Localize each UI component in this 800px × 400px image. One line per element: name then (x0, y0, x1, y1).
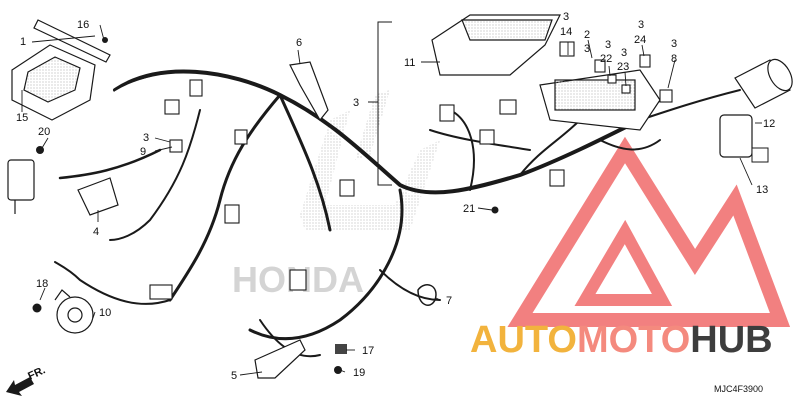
callout-3-top: 3 (638, 19, 644, 31)
bolts (32, 37, 499, 374)
mount-bracket (77, 177, 119, 216)
callout-23: 23 (617, 61, 629, 73)
callout-7: 7 (446, 295, 452, 307)
front-direction-arrow: FR. (6, 364, 47, 396)
reference-code: MJC4F3900 (714, 384, 763, 394)
horn (54, 289, 94, 334)
callout-16: 16 (77, 19, 89, 31)
callout-8: 8 (671, 53, 677, 65)
callout-10: 10 (99, 307, 111, 319)
harness-band (417, 284, 437, 306)
main-wire-harness (54, 69, 741, 358)
callout-12: 12 (763, 118, 775, 130)
callout-3-fuse22: 3 (605, 39, 611, 51)
cylindrical-unit (734, 58, 793, 109)
callout-17: 17 (362, 345, 374, 357)
rectifier (7, 159, 35, 214)
callout-15: 15 (16, 112, 28, 124)
group-bracket (368, 21, 392, 186)
callout-24: 24 (634, 34, 646, 46)
callout-labels: 1 16 15 20 3 9 4 6 3 11 3 14 2 3 3 24 3 … (16, 11, 775, 382)
callout-14: 14 (560, 26, 572, 38)
cover-bracket (289, 61, 329, 122)
callout-21: 21 (463, 203, 475, 215)
brand-triangle-logo (507, 136, 791, 327)
callout-9: 9 (140, 146, 146, 158)
wire-clamp-bracket (254, 339, 306, 379)
ecu-unit (11, 44, 96, 121)
brand-part-moto: MOTO (577, 319, 690, 361)
callout-3-group: 3 (353, 97, 359, 109)
callout-2: 2 (584, 29, 590, 41)
callout-6: 6 (296, 37, 302, 49)
callout-19: 19 (353, 367, 365, 379)
bracket-rail (33, 19, 111, 63)
callout-3: 3 (143, 132, 149, 144)
callout-20: 20 (38, 126, 50, 138)
brand-part-hub: HUB (690, 319, 772, 361)
callout-1: 1 (20, 36, 26, 48)
brand-wordmark: AUTOMOTOHUB (470, 319, 773, 361)
callout-3-relay: 3 (563, 11, 569, 23)
callout-3-fuse: 3 (584, 43, 590, 55)
starter-relay (719, 114, 753, 158)
callout-5: 5 (231, 370, 237, 382)
callout-13: 13 (756, 184, 768, 196)
callout-4: 4 (93, 226, 99, 238)
fuse-part (751, 147, 769, 163)
callout-22: 22 (600, 53, 612, 65)
front-label: FR. (26, 364, 47, 382)
leader-lines (21, 24, 762, 376)
relay-box (539, 69, 661, 131)
connectors (149, 41, 673, 300)
fuse-box-cover (431, 14, 561, 76)
callout-3-right: 3 (671, 38, 677, 50)
callout-18: 18 (36, 278, 48, 290)
callout-3-fuse23: 3 (621, 47, 627, 59)
brand-part-auto: AUTO (470, 319, 577, 361)
callout-11: 11 (404, 57, 415, 69)
honda-wing-watermark: HONDA (232, 90, 440, 300)
